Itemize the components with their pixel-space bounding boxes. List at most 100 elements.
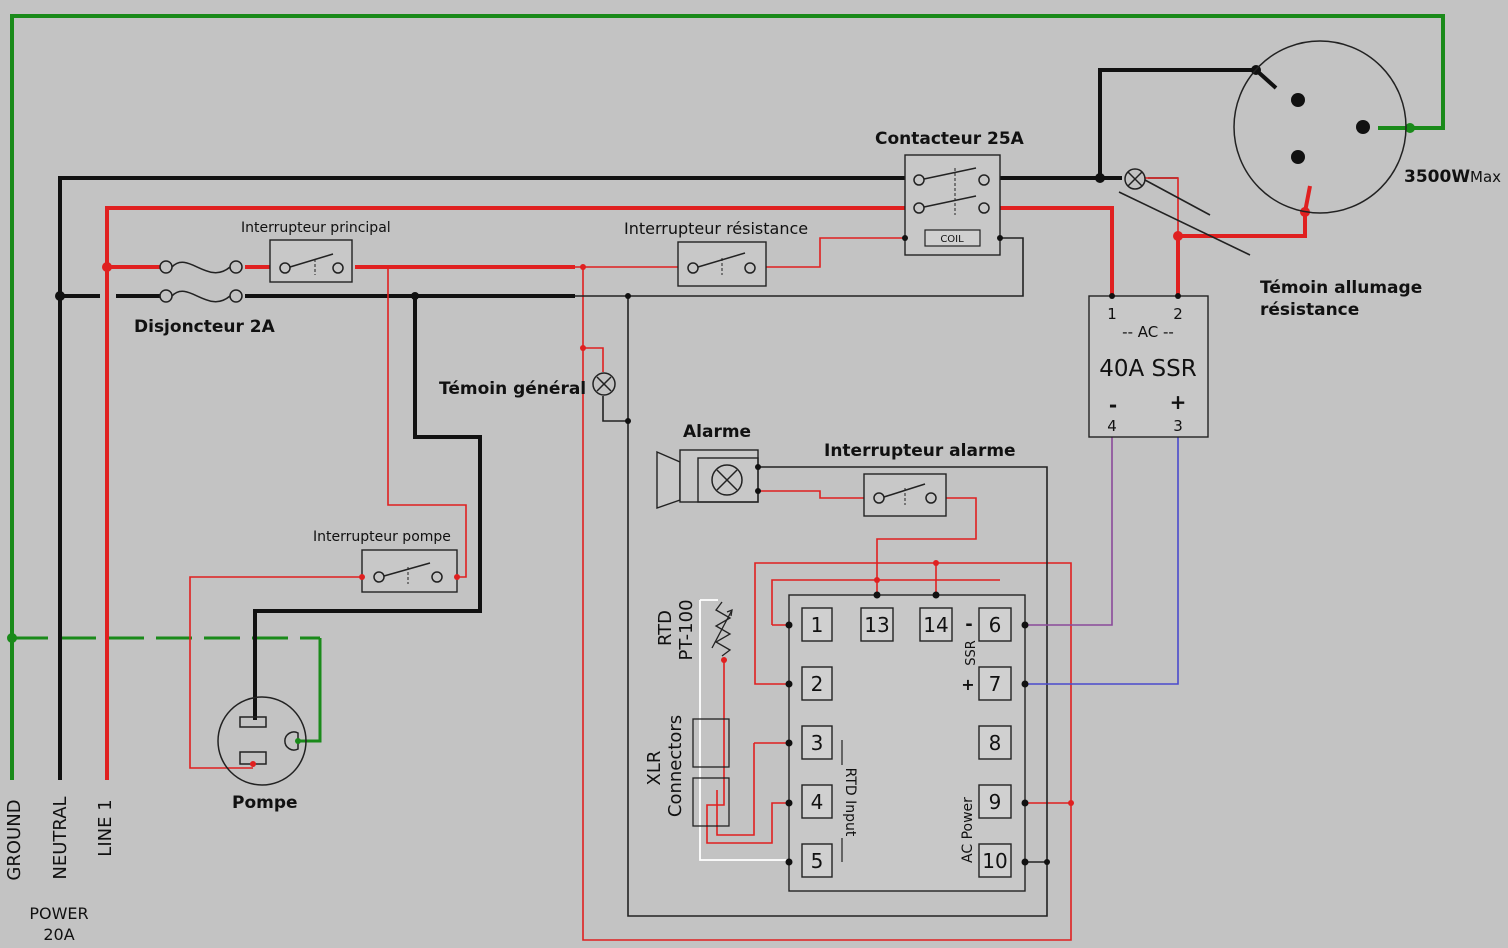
ssr-pin2: 2 [1173, 305, 1183, 323]
ssr-ac-label: -- AC -- [1122, 323, 1174, 341]
controller-terminals [801, 607, 1012, 878]
heater-light-label-1: Témoin allumage [1260, 278, 1422, 298]
main-switch-label: Interrupteur principal [241, 220, 391, 236]
terminal-8-label: 8 [989, 731, 1002, 755]
terminal-7-label: 7 [989, 672, 1002, 696]
power-title: POWER [29, 904, 88, 923]
junction-dot [580, 264, 586, 270]
line-junction-breaker [102, 262, 112, 272]
contactor-coil-label: COIL [940, 234, 964, 245]
ground-junction-outlet [1405, 123, 1415, 133]
ssr-title: 40A SSR [1099, 356, 1197, 382]
terminal-13 [860, 607, 894, 642]
junction-dot [721, 657, 727, 663]
resistance-switch[interactable] [677, 241, 767, 287]
terminal-2 [801, 666, 833, 701]
junction-dot [625, 418, 631, 424]
neutral-junction-top [1095, 173, 1105, 183]
neutral-junction-pump [411, 292, 419, 300]
terminal-3 [801, 725, 833, 760]
solid-state-relay [1088, 293, 1209, 438]
ssr-minus-wire [1025, 437, 1113, 626]
ssr-plus-wire [1025, 437, 1179, 685]
terminal-6 [978, 607, 1012, 642]
pump-label: Pompe [232, 793, 298, 813]
heater-outlet [1233, 40, 1407, 214]
thin-black-wiring [575, 179, 1251, 917]
outlet-max-label: Max [1470, 168, 1501, 186]
contactor-label: Contacteur 25A [875, 129, 1025, 149]
rtd-input-label: RTD Input [842, 768, 858, 837]
ssr-minus: - [1109, 393, 1117, 417]
terminal-10-label: 10 [982, 849, 1007, 873]
alarm-switch-label: Interrupteur alarme [824, 441, 1016, 461]
junction-dot [1044, 859, 1050, 865]
terminal-3-label: 3 [811, 731, 824, 755]
terminal-4-label: 4 [811, 790, 824, 814]
neutral-junction-breaker [55, 291, 65, 301]
alarm-label: Alarme [683, 422, 751, 442]
ground-wiring [10, 14, 1445, 780]
ssr-pin4: 4 [1107, 417, 1117, 435]
controller-ssr-plus: + [961, 675, 974, 694]
ground-label: GROUND [4, 799, 25, 880]
alarm-buzzer [656, 449, 761, 509]
terminal-10 [978, 843, 1012, 878]
breaker-label: Disjoncteur 2A [134, 317, 276, 337]
controller-terminal-labels: 1 13 14 6 2 7 3 8 4 9 5 10 [811, 613, 1008, 873]
terminal-14-label: 14 [923, 613, 948, 637]
junction-dot [1068, 800, 1074, 806]
pump-outlet [217, 696, 307, 786]
rtd-sensor [711, 601, 733, 657]
thin-red-wiring [189, 177, 1179, 941]
ground-junction-left [7, 633, 17, 643]
terminal-2-label: 2 [811, 672, 824, 696]
junction-dot [933, 560, 939, 566]
junction-dot [625, 293, 631, 299]
resistance-switch-label: Interrupteur résistance [624, 219, 808, 238]
ssr-pin1: 1 [1107, 305, 1117, 323]
terminal-4 [801, 784, 833, 819]
controller-ssr-minus: - [965, 614, 972, 635]
connectors-label: Connectors [665, 715, 686, 817]
controller-terminal-dots [785, 591, 1029, 866]
general-light-label: Témoin général [439, 379, 586, 399]
terminal-14 [919, 607, 953, 642]
breaker-fuses [159, 260, 243, 303]
terminal-13-label: 13 [864, 613, 889, 637]
pump-switch[interactable] [359, 549, 460, 593]
line-label: LINE 1 [95, 799, 116, 856]
pt100-label: PT-100 [676, 599, 697, 660]
ssr-plus: + [1170, 390, 1187, 414]
rtd-cable [699, 599, 789, 861]
junction-dot [580, 345, 586, 351]
pump-switch-label: Interrupteur pompe [313, 529, 451, 545]
neutral-label: NEUTRAL [50, 796, 71, 879]
terminal-8 [978, 725, 1012, 760]
main-switch[interactable] [269, 239, 353, 283]
outlet-power-label: 3500W [1404, 167, 1470, 187]
ssr-pin3: 3 [1173, 417, 1183, 435]
line-wiring [105, 185, 1312, 780]
terminal-1 [801, 607, 833, 642]
junction-dot [874, 577, 880, 583]
terminal-5 [801, 843, 833, 878]
contactor [902, 154, 1003, 256]
terminal-7 [978, 666, 1012, 701]
xlr-connectors [692, 718, 730, 827]
controller-ssr-label: SSR [964, 640, 979, 666]
terminal-9-label: 9 [989, 790, 1002, 814]
alarm-switch[interactable] [863, 473, 947, 517]
rtd-label: RTD [655, 610, 676, 646]
ac-power-label: AC Power [960, 797, 976, 863]
heater-light-label-2: résistance [1260, 300, 1359, 320]
power-rating: 20A [43, 925, 74, 944]
terminal-5-label: 5 [811, 849, 824, 873]
terminal-6-label: 6 [989, 613, 1002, 637]
xlr-label: XLR [644, 751, 665, 786]
terminal-1-label: 1 [811, 613, 824, 637]
heater-indicator-lamp [1124, 168, 1146, 190]
general-indicator-lamp [592, 372, 616, 396]
terminal-9 [978, 784, 1012, 819]
